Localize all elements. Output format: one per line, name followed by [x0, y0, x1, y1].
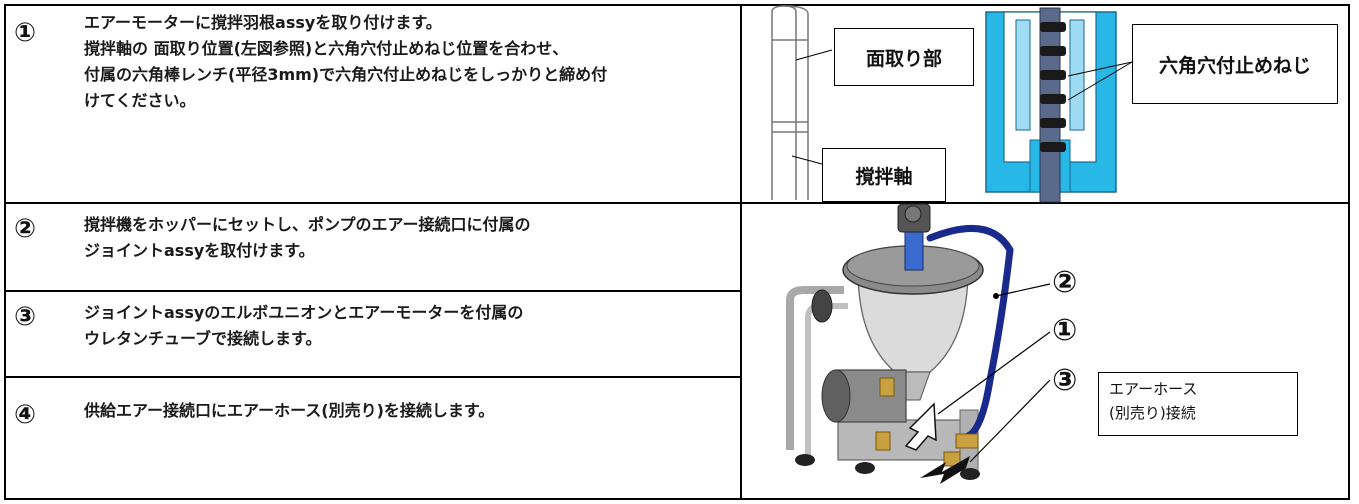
- step-number: ④: [14, 400, 37, 430]
- column-divider: [740, 4, 742, 500]
- callout-number-1: ①: [1052, 313, 1078, 348]
- step-number: ③: [14, 302, 37, 332]
- step-line: エアーモーターに撹拌羽根assyを取り付けます。: [84, 13, 442, 32]
- row-divider-3: [4, 376, 742, 378]
- air-hose-label: エアーホース (別売り)接続: [1098, 372, 1298, 436]
- step-line: ウレタンチューブで接続します。: [84, 329, 322, 348]
- row-divider-2: [4, 290, 742, 292]
- step-line: ジョイントassyを取付けます。: [84, 241, 315, 260]
- step-line: ジョイントassyのエルボユニオンとエアーモーターを付属の: [84, 303, 524, 322]
- air-hose-line-1: エアーホース: [1109, 380, 1198, 398]
- shaft-label: 撹拌軸: [822, 148, 946, 202]
- shaft-illustration: [771, 5, 809, 200]
- callout-number-2: ②: [1052, 265, 1078, 300]
- row-divider-1: [4, 202, 1350, 204]
- callout-number-3: ③: [1052, 363, 1078, 398]
- chamfer-label: 面取り部: [834, 28, 974, 86]
- table-border: [4, 4, 1350, 500]
- step-number: ②: [14, 214, 37, 244]
- step-number: ①: [14, 18, 37, 48]
- step-line: けてください。: [84, 91, 196, 110]
- air-hose-line-2: (別売り)接続: [1109, 404, 1196, 422]
- hopper-pump-illustration: [786, 203, 1014, 484]
- step-line: 撹拌軸の 面取り位置(左図参照)と六角穴付止めねじ位置を合わせ、: [84, 39, 569, 58]
- step-line: 撹拌機をホッパーにセットし、ポンプのエアー接続口に付属の: [84, 215, 531, 234]
- step-line: 付属の六角棒レンチ(平径3mm)で六角穴付止めねじをしっかりと締め付: [84, 65, 608, 84]
- motor-coupling-illustration: [985, 7, 1117, 203]
- step-line: 供給エアー接続口にエアーホース(別売り)を接続します。: [84, 401, 495, 420]
- setscrew-label: 六角穴付止めねじ: [1132, 24, 1338, 104]
